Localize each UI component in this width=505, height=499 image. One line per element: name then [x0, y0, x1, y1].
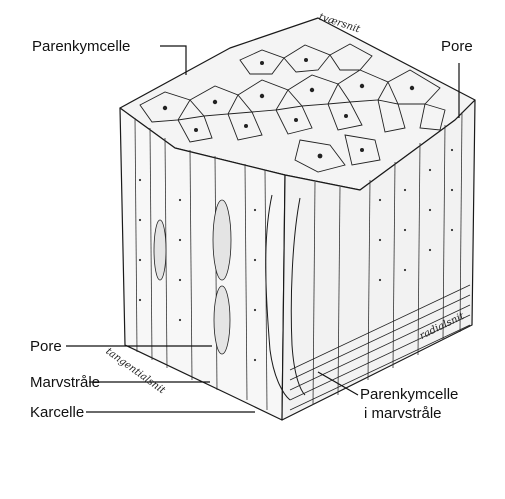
label-parenchyma-cell: Parenkymcelle [32, 38, 130, 55]
label-ray: Marvstråle [30, 374, 100, 391]
label-pore-top: Pore [441, 38, 473, 55]
label-ray-parenchyma-line2: i marvstråle [364, 405, 442, 422]
label-pore-left: Pore [30, 338, 62, 355]
label-vessel-cell: Karcelle [30, 404, 84, 421]
leader-parenchyma-top [160, 46, 186, 75]
label-ray-parenchyma-line1: Parenkymcelle [360, 386, 458, 403]
